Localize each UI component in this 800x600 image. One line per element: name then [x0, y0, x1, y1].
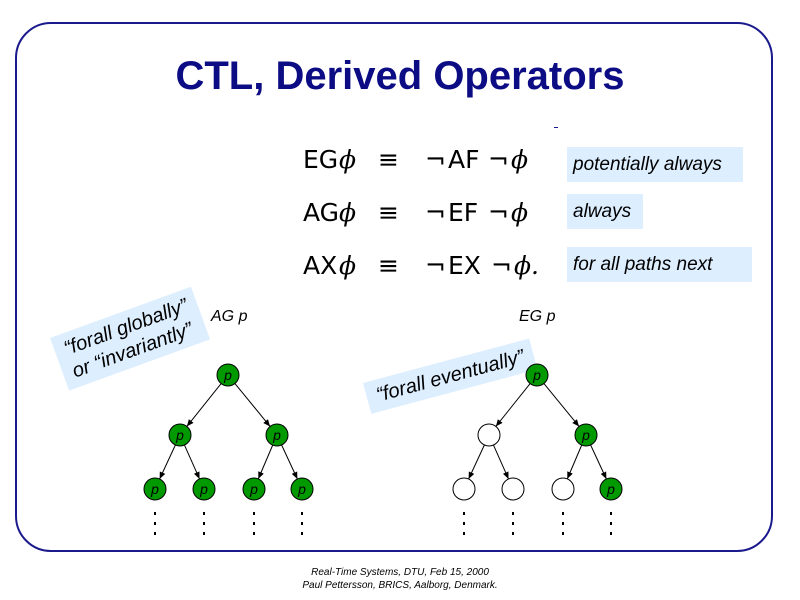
tree-node — [216, 363, 240, 387]
continuation-dot — [154, 522, 156, 525]
continuation-dot — [301, 532, 303, 535]
operator: AX — [303, 251, 338, 280]
tree-node — [168, 423, 192, 447]
continuation-dot — [154, 512, 156, 515]
phi: ϕ — [339, 145, 357, 174]
tree-node — [452, 477, 476, 501]
phi: ϕ — [339, 198, 357, 227]
continuation-dot — [562, 512, 564, 515]
neg: ¬ — [488, 145, 509, 174]
tree-edge — [468, 444, 485, 480]
operator: EX — [448, 251, 481, 280]
continuation-dot — [463, 522, 465, 525]
footer: Real-Time Systems, DTU, Feb 15, 2000 Pau… — [0, 566, 800, 592]
continuation-dot — [154, 532, 156, 535]
tree-node — [265, 423, 289, 447]
node-label: p — [606, 481, 615, 497]
tree-edge — [495, 383, 531, 427]
tree-node — [599, 477, 623, 501]
operator: AF — [448, 145, 480, 174]
slide-title: CTL, Derived Operators — [175, 54, 625, 98]
continuation-dot — [610, 532, 612, 535]
continuation-dot — [512, 512, 514, 515]
tree-edge — [566, 444, 583, 480]
continuation-dot — [562, 522, 564, 525]
continuation-dot — [463, 512, 465, 515]
footer-line2: Paul Pettersson, BRICS, Aalborg, Denmark… — [302, 580, 498, 591]
desc-potentially-always: potentially always — [567, 147, 743, 182]
tree-node — [477, 423, 501, 447]
continuation-dot — [203, 512, 205, 515]
equiv: ≡ — [378, 251, 399, 280]
continuation-dot — [301, 512, 303, 515]
neg: ¬ — [425, 198, 446, 227]
phi: ϕ — [511, 145, 529, 174]
phi: ϕ — [511, 198, 529, 227]
tree-edge — [186, 383, 222, 427]
phi: ϕ — [339, 251, 357, 280]
node-label: p — [150, 481, 159, 497]
equiv: ≡ — [378, 198, 399, 227]
continuation-dot — [610, 522, 612, 525]
continuation-dot — [512, 522, 514, 525]
tree-edge — [493, 444, 509, 480]
tree-node — [290, 477, 314, 501]
tree-edge — [281, 444, 298, 480]
node-label: p — [297, 481, 306, 497]
continuation-dot — [562, 532, 564, 535]
continuation-dot — [301, 522, 303, 525]
continuation-dot — [203, 522, 205, 525]
neg: ¬ — [425, 251, 446, 280]
node-label: p — [223, 367, 232, 383]
equiv: ≡ — [378, 145, 399, 174]
continuation-dot — [512, 532, 514, 535]
node-label: p — [532, 367, 541, 383]
operator: EG — [303, 145, 339, 174]
node-label: p — [175, 427, 184, 443]
continuation-dot — [610, 512, 612, 515]
continuation-dot — [253, 512, 255, 515]
node-label: p — [581, 427, 590, 443]
tree-edge — [184, 444, 200, 480]
tree-node — [143, 477, 167, 501]
tree-edge — [159, 444, 176, 480]
tree-label-eg: EG p — [519, 308, 556, 325]
continuation-dot — [253, 522, 255, 525]
tree-node — [242, 477, 266, 501]
desc-all-paths-next: for all paths next — [567, 247, 752, 282]
tree-node — [551, 477, 575, 501]
stray-mark — [554, 127, 558, 128]
tree-node — [192, 477, 216, 501]
tree-node — [525, 363, 549, 387]
slide-frame — [15, 22, 773, 552]
tree-node — [574, 423, 598, 447]
tree-edge — [234, 383, 271, 427]
node-label: p — [272, 427, 281, 443]
neg: ¬ — [488, 198, 509, 227]
operator: EF — [448, 198, 479, 227]
continuation-dot — [203, 532, 205, 535]
tree-label-ag: AG p — [211, 308, 248, 325]
node-label: p — [249, 481, 258, 497]
operator: AG — [303, 198, 340, 227]
tree-node — [501, 477, 525, 501]
neg: ¬ — [425, 145, 446, 174]
tree-edge — [543, 383, 580, 427]
node-label: p — [199, 481, 208, 497]
footer-line1: Real-Time Systems, DTU, Feb 15, 2000 — [311, 567, 489, 578]
desc-always: always — [567, 194, 643, 229]
neg: ¬ — [491, 251, 512, 280]
tree-edge — [257, 444, 274, 480]
continuation-dot — [253, 532, 255, 535]
phi: ϕ. — [514, 251, 539, 280]
continuation-dot — [463, 532, 465, 535]
tree-edge — [590, 444, 607, 480]
